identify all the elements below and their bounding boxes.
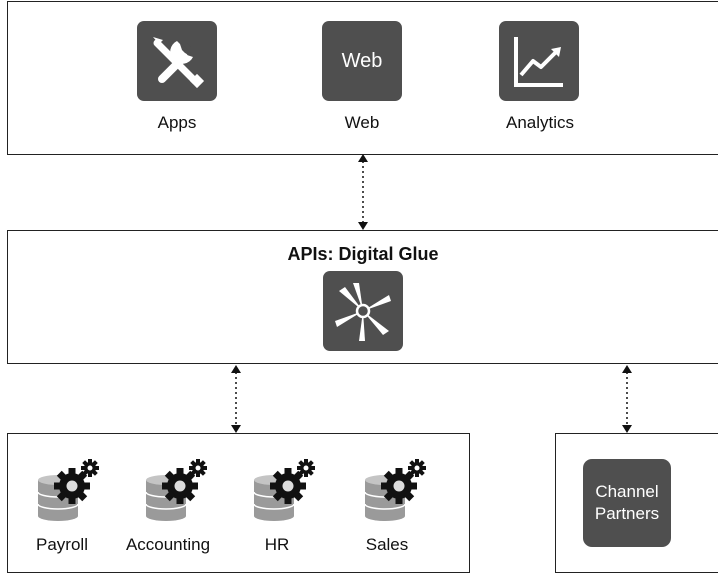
accounting-label: Accounting — [125, 535, 211, 554]
hr-database-icon — [252, 450, 332, 530]
hr-label: HR — [264, 535, 290, 554]
web-tile[interactable]: Web — [322, 21, 402, 101]
arrow-middle-partners — [622, 365, 632, 433]
channel-partners-tile[interactable]: Channel Partners — [583, 459, 671, 547]
hub-icon — [335, 283, 391, 341]
analytics-tile[interactable] — [499, 21, 579, 101]
arrow-middle-systems — [231, 365, 241, 433]
api-panel-title: APIs: Digital Glue — [287, 244, 439, 264]
analytics-label: Analytics — [505, 113, 575, 132]
arrow-top-middle — [358, 154, 368, 230]
accounting-database-icon — [144, 450, 224, 530]
apps-tile[interactable] — [137, 21, 217, 101]
payroll-database-icon — [36, 450, 116, 530]
channel-partners-line1: Channel — [595, 482, 659, 501]
apps-label: Apps — [157, 113, 197, 132]
channel-partners-line2: Partners — [594, 504, 660, 523]
sales-database-icon — [363, 450, 443, 530]
sales-label: Sales — [365, 535, 409, 554]
web-label: Web — [344, 113, 380, 132]
payroll-label: Payroll — [36, 535, 88, 554]
tools-icon — [153, 37, 205, 89]
chart-icon — [514, 37, 563, 87]
web-tile-text: Web — [341, 49, 383, 72]
hub-tile[interactable] — [323, 271, 403, 351]
